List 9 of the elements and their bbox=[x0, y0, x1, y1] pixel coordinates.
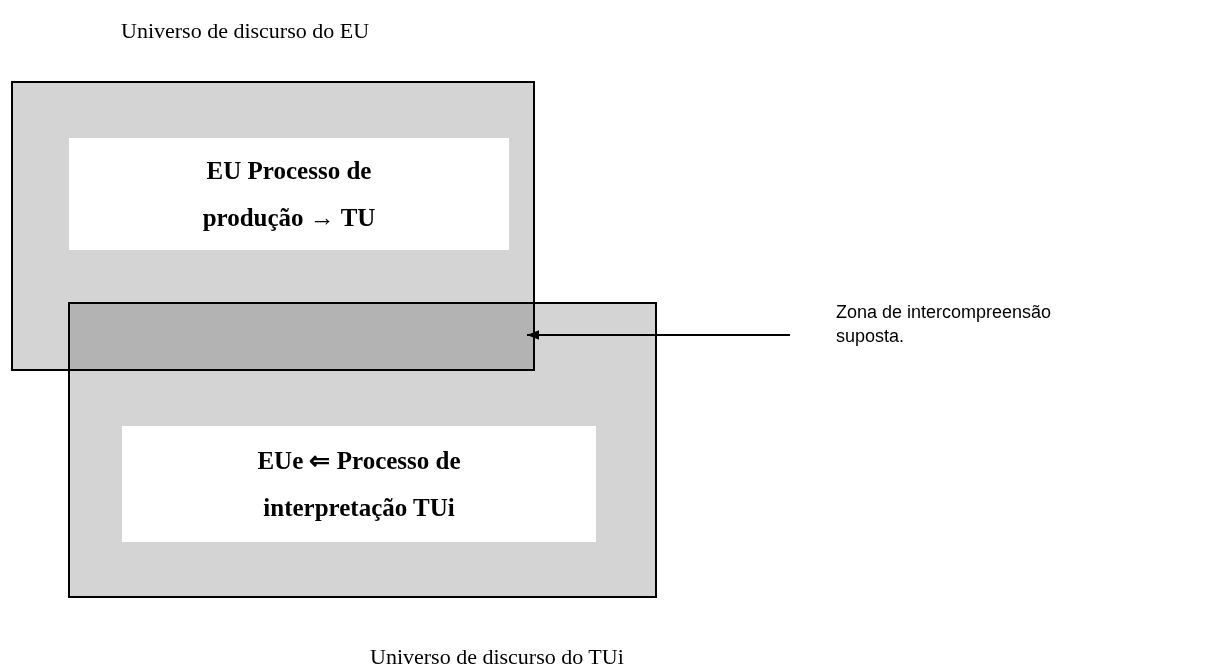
callout-text: Zona de intercompreensão suposta. bbox=[836, 300, 1106, 349]
arrow bbox=[526, 330, 791, 340]
process-box bbox=[122, 426, 596, 542]
process-text: EU Processo de produção → TU bbox=[201, 155, 377, 233]
process-text: EUe ⇐ Processo de interpretação TUi bbox=[256, 445, 462, 523]
universe-title: Universo de discurso do EU bbox=[121, 18, 370, 44]
overlap-zone bbox=[68, 302, 533, 369]
universe-title: Universo de discurso do TUi bbox=[370, 644, 624, 666]
process-box bbox=[69, 138, 509, 250]
